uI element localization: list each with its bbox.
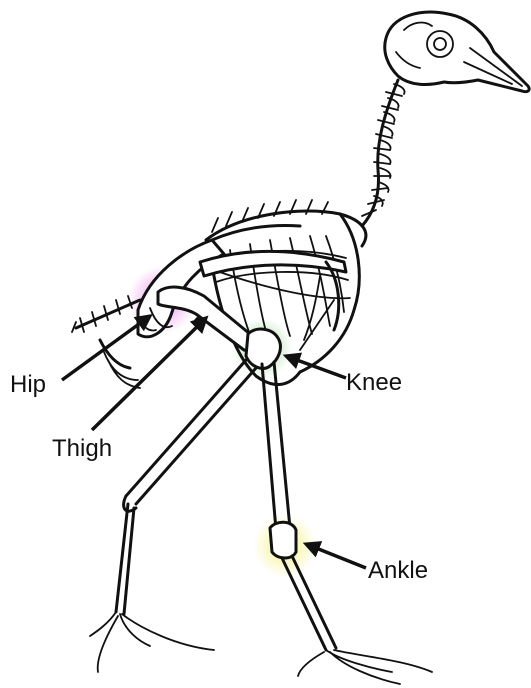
hip-label: Hip <box>10 371 46 398</box>
neck-vertebrae <box>362 80 405 226</box>
ankle-label: Ankle <box>368 557 428 584</box>
near-leg <box>246 329 432 684</box>
knee-arrow <box>286 356 346 378</box>
knee-label: Knee <box>346 369 402 396</box>
thigh-label: Thigh <box>52 435 112 462</box>
skull <box>385 12 529 92</box>
